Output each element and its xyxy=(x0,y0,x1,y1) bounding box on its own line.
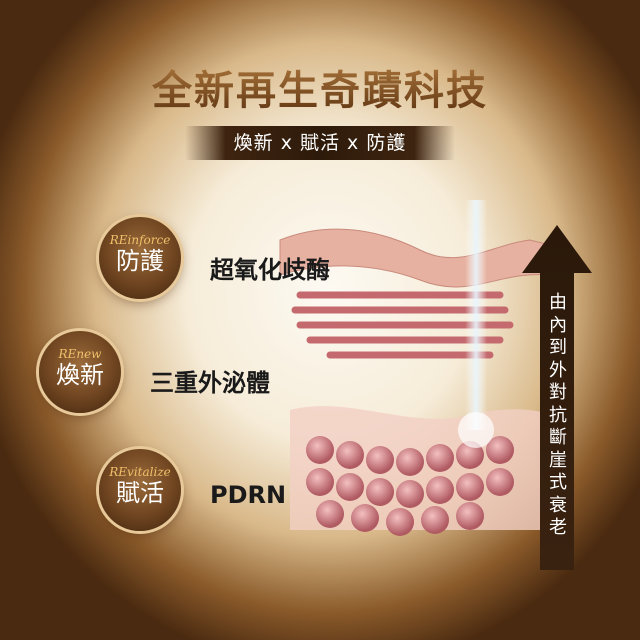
badge-renew: REnew 煥新 xyxy=(39,331,121,413)
skin-layers-illustration xyxy=(279,200,551,536)
feature-label-pdrn: PDRN xyxy=(210,481,287,509)
badge-zh: 賦活 xyxy=(116,479,164,507)
badge-en: REnew xyxy=(58,347,102,361)
cell-spheres xyxy=(306,436,514,536)
feature-label-sod: 超氧化歧酶 xyxy=(210,256,330,284)
arrow-caption: 由內到外對抗斷崖式衰老 xyxy=(549,292,567,538)
badge-reinforce: REinforce 防護 xyxy=(99,217,181,299)
collagen-fibers xyxy=(291,291,514,359)
headline: 全新再生奇蹟科技 xyxy=(0,58,640,116)
badge-en: REinforce xyxy=(109,233,171,247)
badge-zh: 煥新 xyxy=(56,361,104,389)
badge-revitalize: REvitalize 賦活 xyxy=(99,449,181,531)
tagline-banner: 煥新 x 賦活 x 防護 xyxy=(185,126,455,160)
feature-label-exosome: 三重外泌體 xyxy=(150,369,270,397)
light-beam xyxy=(465,200,487,430)
badge-en: REvitalize xyxy=(109,465,171,479)
badge-zh: 防護 xyxy=(116,247,164,275)
upward-arrow-icon xyxy=(522,225,592,570)
